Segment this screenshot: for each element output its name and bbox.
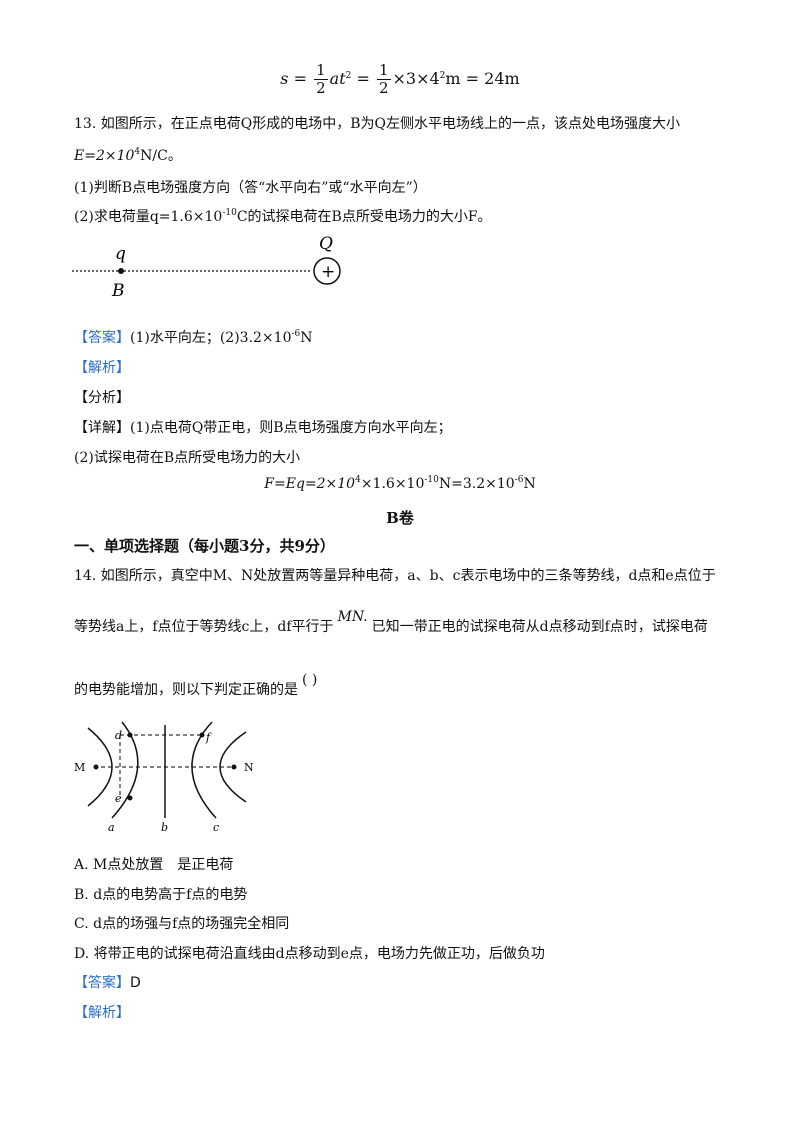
point-f-dot — [199, 732, 205, 738]
q14-analysis-tag: 【解析】 — [74, 1005, 130, 1021]
q13-stem-line1: 13. 如图所示，在正点电荷Q形成的电场中，B为Q左侧水平电场线上的一点，该点处… — [74, 116, 680, 132]
q14-option-a: A. M点处放置 是正电荷 — [74, 857, 234, 873]
formula-s: s — [280, 69, 289, 88]
label-d: d — [115, 729, 122, 742]
point-e-dot — [127, 795, 133, 801]
label-N: N — [244, 761, 254, 774]
q13-analysis-tag: 【解析】 — [74, 360, 130, 376]
formula-eq: = — [293, 69, 308, 88]
q14-equipotential-figure: M N d e f a b c — [74, 721, 254, 834]
label-q: q — [115, 244, 126, 264]
point-d-dot — [127, 732, 133, 738]
q13-answer: 【答案】(1)水平向左；(2)3.2×10-6N — [74, 329, 313, 347]
q13-subquestion-1: (1)判断B点电场强度方向（答“水平向右”或“水平向左”） — [74, 180, 427, 196]
label-c: c — [213, 821, 219, 834]
q13-field-figure: + q Q B — [72, 234, 341, 301]
q14-option-b: B. d点的电势高于f点的电势 — [74, 887, 248, 903]
q14-stem-line2: 等势线a上，f点位于等势线c上，df平行于MN.已知一带正电的试探电荷从d点移动… — [74, 609, 708, 635]
equipotential-c — [191, 721, 217, 819]
label-b: b — [161, 821, 168, 834]
q14-stem-line3: 的电势能增加，则以下判定正确的是( ) — [74, 672, 318, 698]
plus-sign: + — [321, 262, 335, 282]
left-inner-curve — [87, 727, 113, 807]
q13-detail-1: 【详解】(1)点电荷Q带正电，则B点电场强度方向水平向左； — [74, 420, 452, 436]
point-m-dot — [93, 764, 99, 770]
section-title: B卷 — [386, 509, 414, 527]
q14-option-c: C. d点的场强与f点的场强完全相同 — [74, 916, 290, 932]
label-a: a — [108, 821, 115, 834]
equipotential-a — [111, 721, 139, 819]
label-B: B — [111, 281, 125, 301]
charge-q-circle — [313, 257, 341, 285]
label-Q: Q — [319, 234, 333, 254]
q13-stem-line2: E=2×104N/C。 — [74, 147, 182, 165]
q13-fenxi-tag: 【分析】 — [74, 390, 130, 406]
formula-at: at — [329, 69, 346, 88]
q14-answer: 【答案】D — [74, 975, 141, 991]
section-heading: 一、单项选择题（每小题3分，共9分） — [74, 537, 335, 555]
point-n-dot — [231, 764, 237, 770]
point-b-dot — [118, 268, 124, 274]
right-inner-curve — [219, 731, 247, 803]
label-f: f — [205, 731, 212, 744]
label-e: e — [115, 792, 122, 805]
q13-detail-2: (2)试探电荷在B点所受电场力的大小 — [74, 450, 301, 466]
q14-option-d: D. 将带正电的试探电荷沿直线由d点移动到e点，电场力先做正功，后做负功 — [74, 946, 545, 962]
label-M: M — [74, 761, 85, 774]
q13-subquestion-2: (2)求电荷量q=1.6×10-10C的试探电荷在B点所受电场力的大小F。 — [74, 208, 492, 226]
q14-stem-line1: 14. 如图所示，真空中M、N处放置两等量异种电荷，a、b、c表示电场中的三条等… — [74, 568, 716, 584]
q13-force-formula: F=Eq=2×104×1.6×10-10N=3.2×10-6N — [264, 475, 536, 493]
